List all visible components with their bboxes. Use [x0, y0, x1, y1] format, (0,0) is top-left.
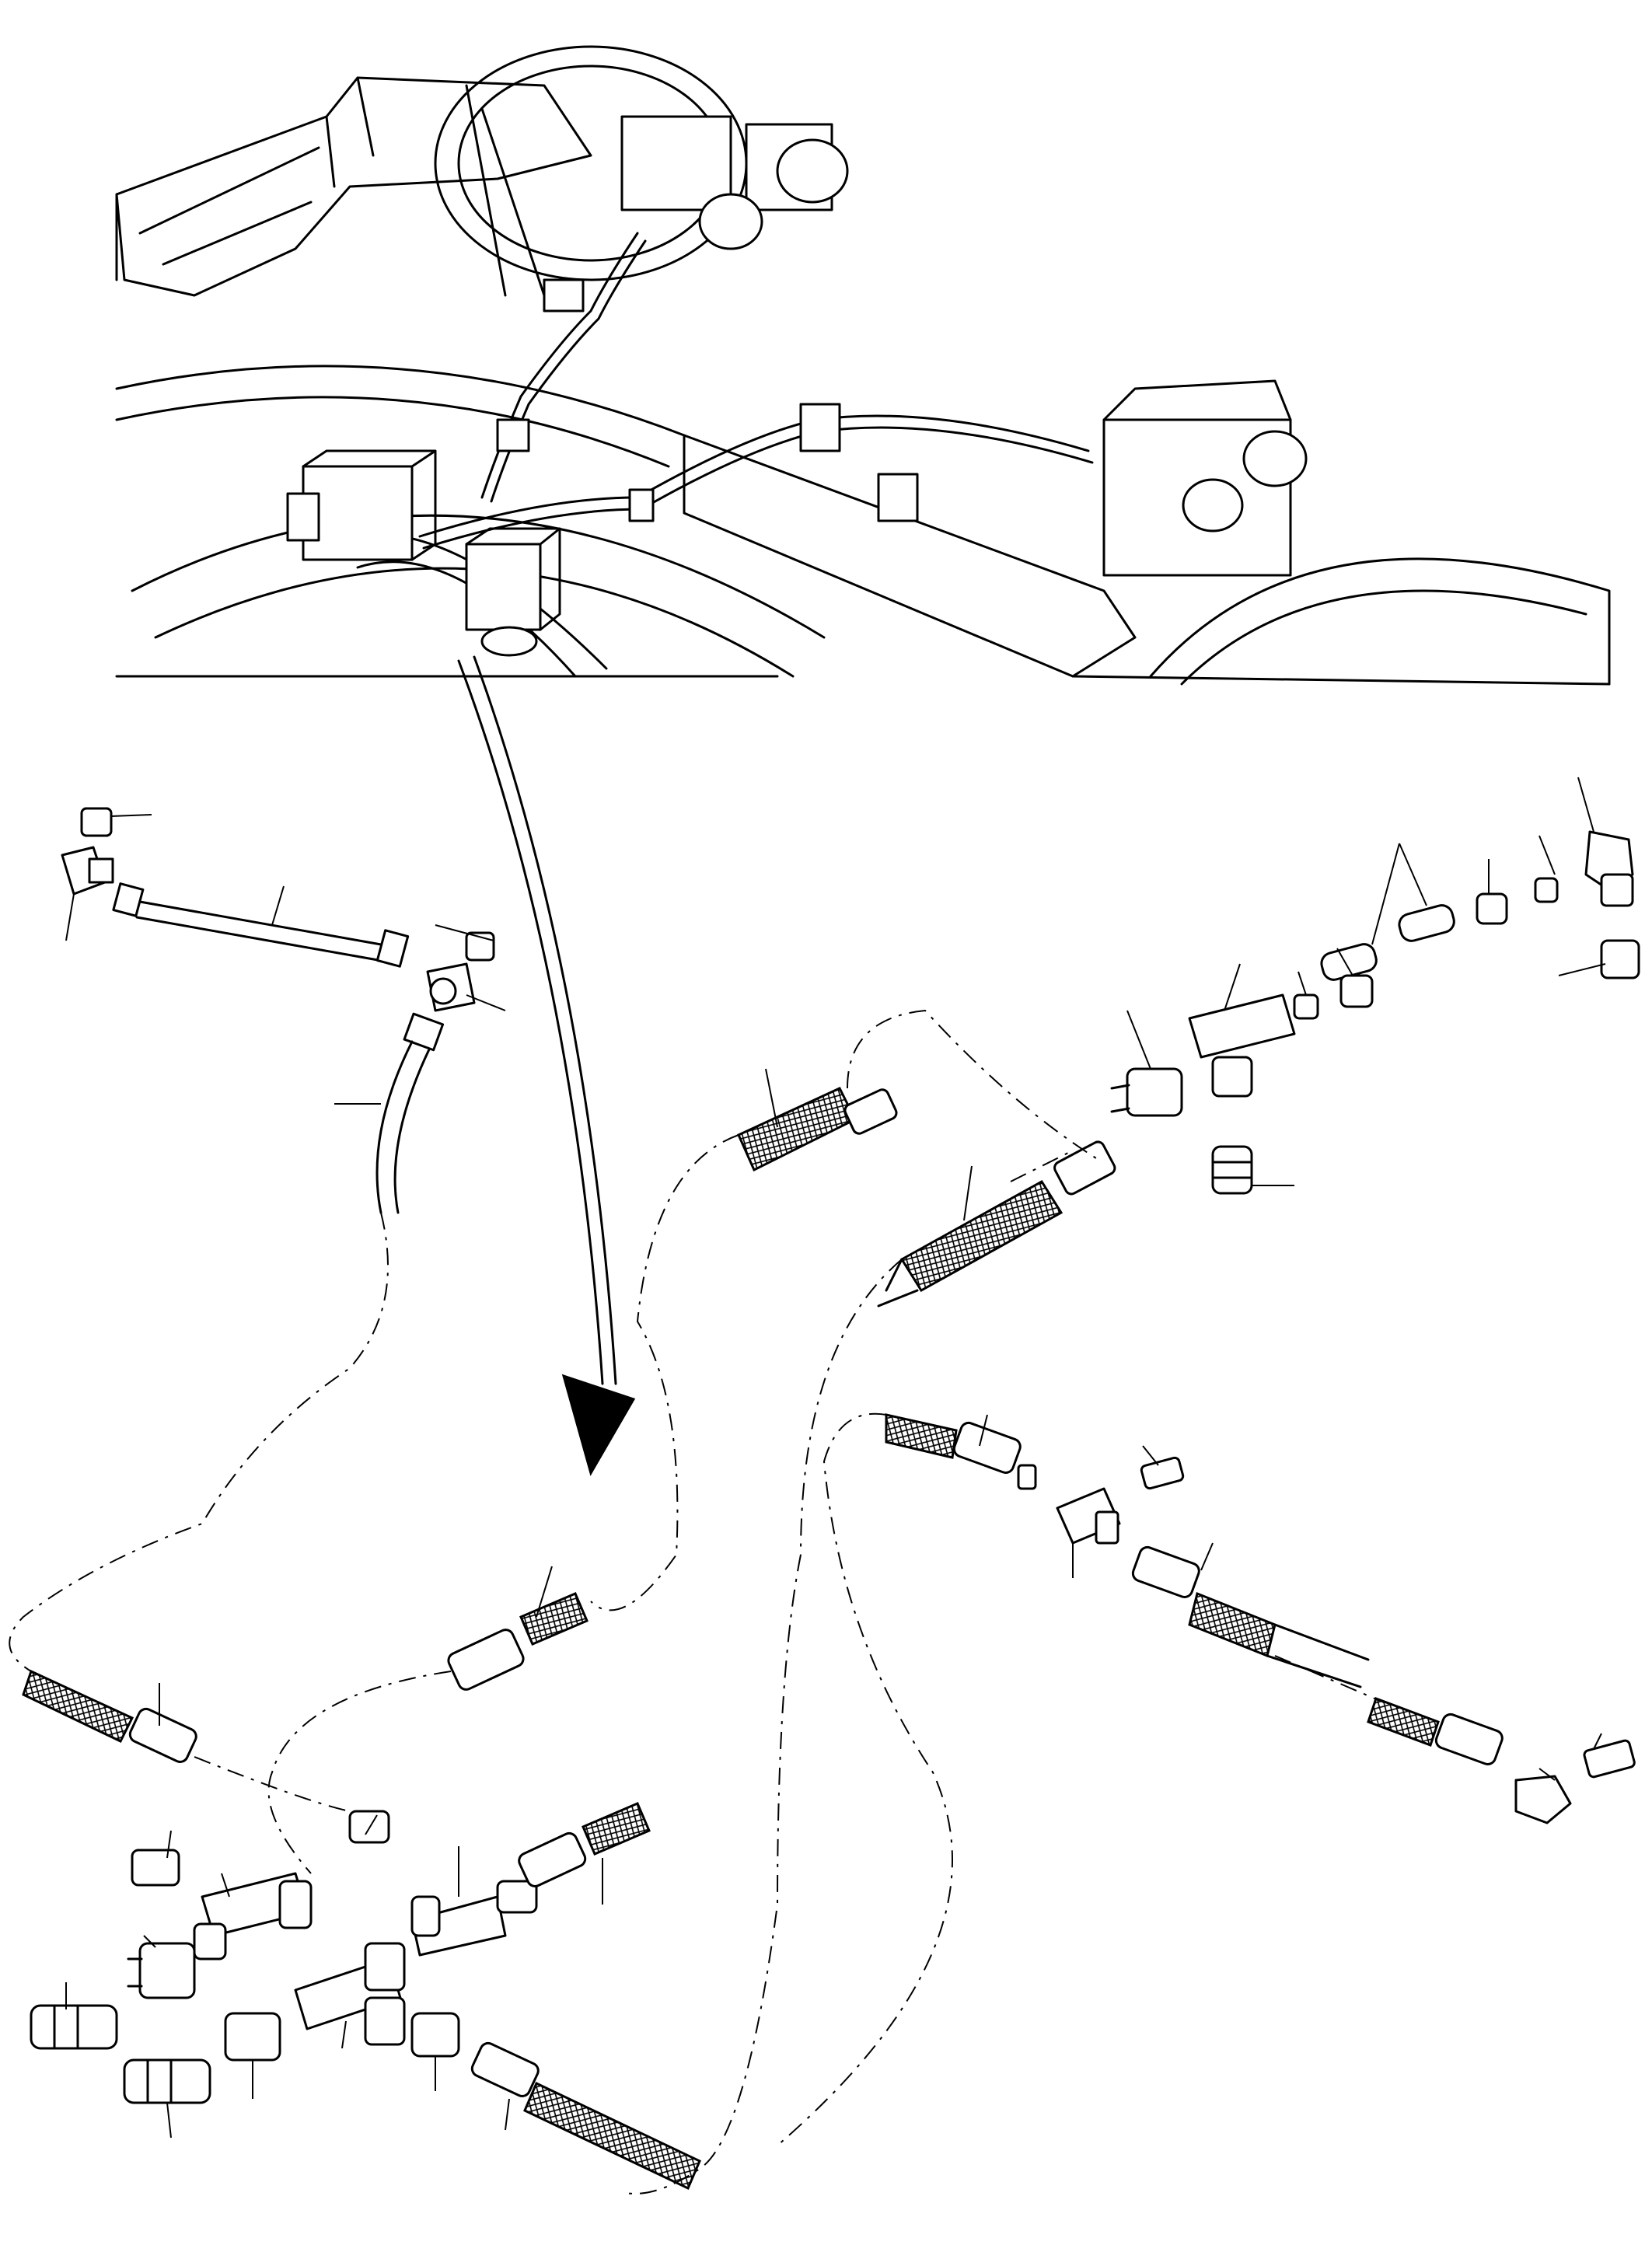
- machine-overview: [115, 45, 1611, 686]
- middle-right-assembly: [885, 1413, 1636, 1824]
- upper-left-assembly: [61, 807, 506, 1214]
- upper-right-assembly: [737, 777, 1640, 1308]
- detail-arrow: [457, 655, 636, 1476]
- lower-left-assembly: [22, 1566, 701, 2191]
- routing-lines: [9, 1009, 1385, 2194]
